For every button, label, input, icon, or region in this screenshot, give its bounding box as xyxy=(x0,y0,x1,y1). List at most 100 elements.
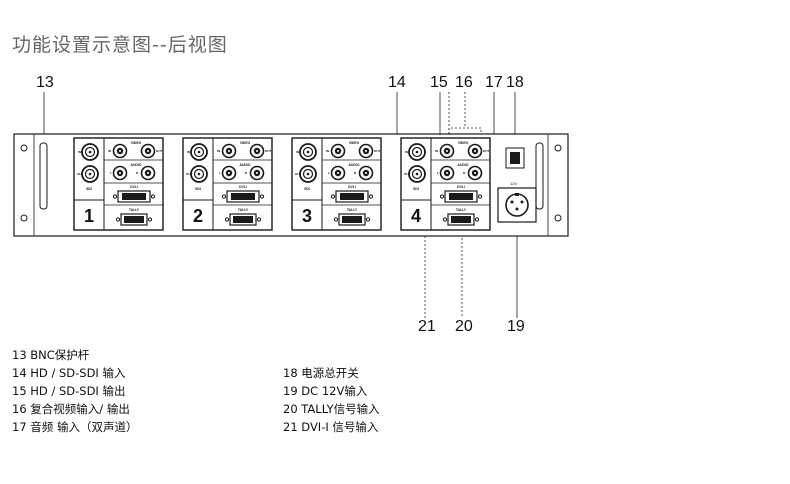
video-out-rca xyxy=(140,143,156,159)
video-in-rca xyxy=(112,143,128,159)
tally-connector xyxy=(115,213,153,226)
video-label: VIDEO xyxy=(131,141,142,145)
sdi-label: SDI xyxy=(195,187,201,191)
audio-l-label: L xyxy=(328,171,330,175)
video-out-rca xyxy=(358,143,374,159)
legend-item-15: 15 HD / SD-SDI 输出 xyxy=(12,384,126,398)
video-out-rca xyxy=(467,143,483,159)
sdi-out-bnc xyxy=(81,165,99,183)
dvi-label: DVI-I xyxy=(130,185,138,189)
sdi-in-label: IN xyxy=(187,150,190,154)
video-out-label: OUT xyxy=(483,149,490,153)
audio-r-rca xyxy=(249,165,265,181)
page-title: 功能设置示意图--后视图 xyxy=(12,34,228,56)
sdi-in-bnc xyxy=(299,143,317,161)
legend-item-14: 14 HD / SD-SDI 输入 xyxy=(12,366,126,380)
audio-r-label: R xyxy=(136,171,139,175)
video-out-label: OUT xyxy=(156,149,163,153)
callout-19: 19 xyxy=(507,318,525,335)
sdi-in-bnc xyxy=(408,143,426,161)
callout-20: 20 xyxy=(455,318,473,335)
legend-left: 13 BNC保护杆 14 HD / SD-SDI 输入 15 HD / SD-S… xyxy=(12,346,137,436)
power-switch xyxy=(505,147,525,169)
dc-12v-input: 12V xyxy=(497,181,537,223)
dvi-label: DVI-I xyxy=(457,185,465,189)
audio-l-label: L xyxy=(437,171,439,175)
module-2: IN OUT SDI 2 VIDEO IN OUT AUDIO L R DVI-I TALLY xyxy=(182,137,273,231)
sdi-out-label: OUT xyxy=(295,172,302,176)
tally-label: TALLY xyxy=(129,208,140,212)
audio-l-rca xyxy=(330,165,346,181)
video-in-rca xyxy=(439,143,455,159)
sdi-out-label: OUT xyxy=(404,172,411,176)
video-in-label: IN xyxy=(217,149,220,153)
rack-ear-right xyxy=(535,142,562,222)
callout-13: 13 xyxy=(36,74,54,91)
sdi-out-bnc xyxy=(408,165,426,183)
sdi-out-bnc xyxy=(190,165,208,183)
legend-item-21: 21 DVI-I 信号输入 xyxy=(283,420,379,434)
callout-18: 18 xyxy=(506,74,524,91)
legend-item-16: 16 复合视频输入/ 输出 xyxy=(12,402,130,416)
tally-connector xyxy=(224,213,262,226)
sdi-in-label: IN xyxy=(296,150,299,154)
audio-r-label: R xyxy=(354,171,357,175)
dvi-connector xyxy=(330,190,374,203)
tally-label: TALLY xyxy=(238,208,249,212)
callout-17: 17 xyxy=(485,74,503,91)
video-label: VIDEO xyxy=(349,141,360,145)
sdi-out-bnc xyxy=(299,165,317,183)
video-label: VIDEO xyxy=(240,141,251,145)
audio-label: AUDIO xyxy=(458,163,469,167)
video-in-label: IN xyxy=(108,149,111,153)
audio-r-label: R xyxy=(463,171,466,175)
module-number: 4 xyxy=(411,206,421,226)
dvi-connector xyxy=(439,190,483,203)
sdi-label: SDI xyxy=(86,187,92,191)
callout-21: 21 xyxy=(418,318,436,335)
module-number: 2 xyxy=(193,206,203,226)
video-in-label: IN xyxy=(435,149,438,153)
sdi-label: SDI xyxy=(304,187,310,191)
dvi-label: DVI-I xyxy=(348,185,356,189)
audio-label: AUDIO xyxy=(349,163,360,167)
sdi-out-label: OUT xyxy=(77,172,84,176)
tally-label: TALLY xyxy=(347,208,358,212)
tally-connector xyxy=(333,213,371,226)
video-in-rca xyxy=(330,143,346,159)
callout-15: 15 xyxy=(430,74,448,91)
audio-r-rca xyxy=(140,165,156,181)
sdi-in-bnc xyxy=(81,143,99,161)
legend-item-18: 18 电源总开关 xyxy=(283,366,359,380)
sdi-out-label: OUT xyxy=(186,172,193,176)
audio-l-label: L xyxy=(110,171,112,175)
sdi-in-bnc xyxy=(190,143,208,161)
module-1: IN OUT SDI 1 VIDEO IN OUT AUDIO L R DVI-I TALLY xyxy=(73,137,164,231)
audio-label: AUDIO xyxy=(240,163,251,167)
audio-r-rca xyxy=(467,165,483,181)
callout-14: 14 xyxy=(388,74,406,91)
video-out-label: OUT xyxy=(374,149,381,153)
tally-connector xyxy=(442,213,480,226)
callout-16: 16 xyxy=(455,74,473,91)
audio-l-label: L xyxy=(219,171,221,175)
legend-item-19: 19 DC 12V输入 xyxy=(283,384,368,398)
module-number: 1 xyxy=(84,206,94,226)
sdi-label: SDI xyxy=(413,187,419,191)
audio-r-label: R xyxy=(245,171,248,175)
video-out-label: OUT xyxy=(265,149,272,153)
tally-label: TALLY xyxy=(456,208,467,212)
audio-l-rca xyxy=(439,165,455,181)
sdi-in-label: IN xyxy=(405,150,408,154)
module-number: 3 xyxy=(302,206,312,226)
audio-l-rca xyxy=(221,165,237,181)
legend-item-13: 13 BNC保护杆 xyxy=(12,348,90,362)
dvi-connector xyxy=(112,190,156,203)
dvi-label: DVI-I xyxy=(239,185,247,189)
audio-l-rca xyxy=(112,165,128,181)
video-in-rca xyxy=(221,143,237,159)
sdi-in-label: IN xyxy=(78,150,81,154)
audio-label: AUDIO xyxy=(131,163,142,167)
